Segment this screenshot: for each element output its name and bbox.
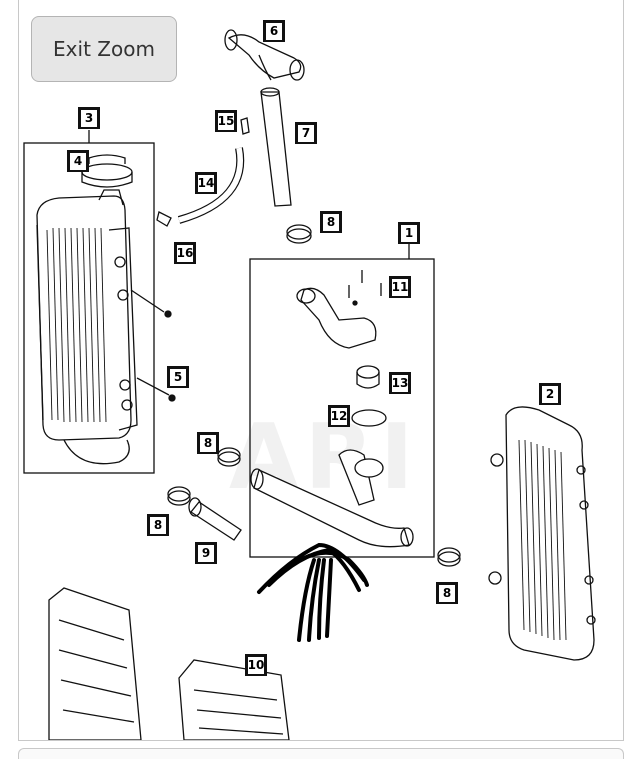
diagram-frame: ARI — [18, 0, 624, 741]
callout-12: 12 — [328, 405, 350, 427]
bottom-panel-edge — [18, 748, 624, 759]
screws-drawing — [130, 289, 176, 402]
clamp-mid-drawing — [217, 447, 241, 467]
callout-6: 6 — [263, 20, 285, 42]
o-ring-drawing — [351, 409, 387, 427]
right-radiator-drawing — [488, 406, 596, 661]
callout-13: 13 — [389, 372, 411, 394]
radiator-cap-drawing — [81, 154, 133, 188]
callout-8-mid: 8 — [197, 432, 219, 454]
callout-2: 2 — [539, 383, 561, 405]
left-shroud-drawing — [48, 587, 142, 740]
pipe-drawing — [260, 87, 292, 207]
callout-16: 16 — [174, 242, 196, 264]
callout-5: 5 — [167, 366, 189, 388]
callout-3: 3 — [78, 107, 100, 129]
small-hose-drawing — [156, 117, 250, 227]
callout-4: 4 — [67, 150, 89, 172]
callout-10: 10 — [245, 654, 267, 676]
callout-11: 11 — [389, 276, 411, 298]
parts-diagram — [23, 29, 596, 740]
exit-zoom-button[interactable]: Exit Zoom — [31, 16, 177, 82]
thermostat-drawing — [356, 365, 380, 389]
callout-8-right: 8 — [436, 582, 458, 604]
clamp-left-drawing — [167, 486, 191, 506]
left-radiator-drawing — [36, 189, 138, 465]
callout-15: 15 — [215, 110, 237, 132]
clamp-top-drawing — [286, 224, 312, 244]
scribble-mark — [257, 542, 369, 642]
upper-hose-drawing — [224, 29, 305, 81]
short-hose-drawing — [188, 497, 242, 541]
callout-1: 1 — [398, 222, 420, 244]
callout-8-top: 8 — [320, 211, 342, 233]
thermostat-housing-drawing — [296, 270, 382, 349]
callout-9: 9 — [195, 542, 217, 564]
callout-7: 7 — [295, 122, 317, 144]
clamp-right-drawing — [437, 547, 461, 567]
callout-14: 14 — [195, 172, 217, 194]
callout-8-left: 8 — [147, 514, 169, 536]
center-shroud-drawing — [178, 659, 290, 740]
lower-hose-drawing — [250, 449, 414, 548]
